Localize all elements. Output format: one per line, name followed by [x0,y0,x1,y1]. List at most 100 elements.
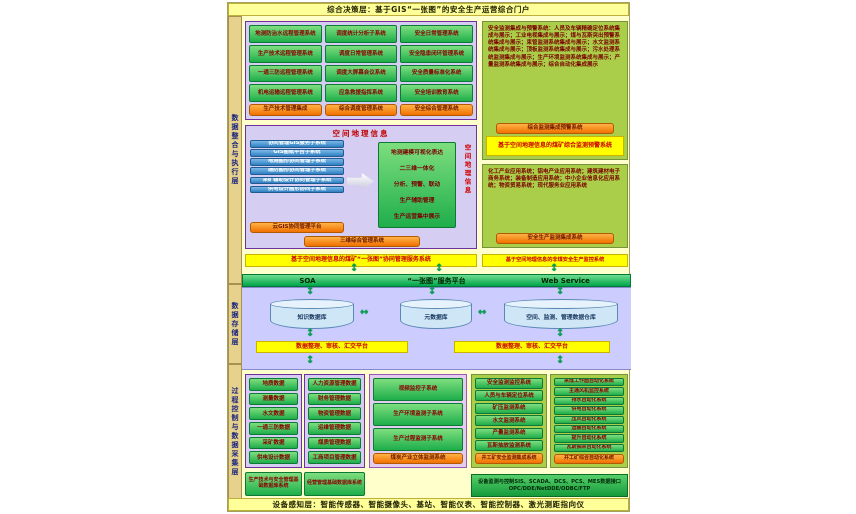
system-box: 瓦斯抽采自动化系统 [554,443,624,452]
safety-integration-box: 安全综合管理系统 [400,104,474,116]
meta-database-label: 元数据库 [424,314,448,321]
decision-layer-banner: 综合决策层：基于GIS“一张图”的安全生产运营综合门户 [228,3,629,16]
system-box: 供电自动化系统 [554,406,624,415]
remote-column-dispatch: 调度统计分析子系统调度日常管理系统调度大屏幕会议系统应急救援指挥系统 综合调度管… [324,25,398,116]
up-down-arrow-icon: ↕ [306,355,315,366]
system-box: 一通三防远程管理系统 [249,64,322,83]
system-box: 调度日常管理系统 [324,44,398,63]
system-box: 安全质量标准化系统 [400,64,474,83]
monitor-systems-text: 安全监测集成与预警系统：人员及车辆精确定位系统集成与展示；工业电视集成与展示；煤… [488,26,621,68]
threed-management-box: 三维综合管理系统 [304,236,420,247]
gis-capabilities-box: 地测建模可视化表达二三维一体化分析、预警、联动生产辅助管理生产运营集中展示 [378,142,456,228]
up-down-arrow-icon: ↕ [556,355,565,366]
capability-line: 二三维一体化 [399,165,435,172]
system-box: 瓦斯抽放监测系统 [475,440,543,452]
system-box: 产量监测系统 [475,427,543,439]
up-down-arrow-icon: ↕ [428,286,437,297]
data-box: 一通三防数据 [249,422,298,435]
system-box: 矿压监测系统 [475,402,543,414]
data-box: 工商项目管理数据 [308,451,361,465]
system-box: 生产技术远程管理系统 [249,44,322,63]
system-box: 水文监测系统 [475,415,543,427]
data-box: 财务管理数据 [308,392,361,406]
data-box: 物资管理数据 [308,407,361,421]
system-box: 应急救援指挥系统 [324,84,398,102]
device-interface-strip: 设备监测与控制SIS、SCADA、DCS、PCS、MES数据接口 OPC/DDE… [471,474,628,497]
base-data-panel-1: 地质数据测量数据水文数据一通三防数据采矿数据供电设计数据 [245,374,302,468]
monitor-warning-panel: 安全监测集成与预警系统：人员及车辆精确定位系统集成与展示；工业电视集成与展示；煤… [482,21,628,160]
perception-layer-banner: 设备感知层：智能传感器、智能摄像头、基站、智能仪表、智能控制器、激光测距指向仪 [228,498,629,511]
noncoal-systems-text: 化工产业应用系统；铝电产业应用系统；建筑建材电子商务系统；装备制造应用系统；中小… [488,169,621,190]
safety-systems-list: 安全日常管理系统安全隐患闭环管理系统安全质量标准化系统安全培训教育系统 [400,25,474,102]
coal-monitor-banner: 基于空间地理信息的煤矿综合监测预警系统 [486,136,624,156]
noncoal-industry-panel: 化工产业应用系统；铝电产业应用系统；建筑建材电子商务系统；装备制造应用系统；中小… [482,164,628,248]
dispatch-integration-box: 综合调度管理系统 [324,104,398,116]
architecture-diagram: 综合决策层：基于GIS“一张图”的安全生产运营综合门户 数据整合与执行层 数据存… [227,2,631,512]
storage-layer-label: 数据存储层 [228,284,242,364]
production-base-db-box: 生产技术与安全管理基础数据库系统 [245,472,302,496]
data-platform-right: 数据整理、审核、汇交平台 [454,341,610,353]
system-box: 人员与车辆定位系统 [475,390,543,402]
production-systems-list: 地测防治水远程管理系统生产技术远程管理系统一通三防远程管理系统机电运输远程管理系… [249,25,322,102]
interface-line-2: OPC/DDE/NetDDE/ODBC/FTP [508,485,591,492]
system-box: 机电运输远程管理系统 [249,84,322,102]
base-data-list-2: 人力资源管理数据财务管理数据物资管理数据运维管理数据煤质管理数据工商项目管理数据 [308,378,361,465]
data-box: 煤质管理数据 [308,436,361,450]
system-box: 采煤工作面自动化系统 [554,378,624,387]
data-platform-left: 数据整理、审核、汇交平台 [256,341,408,353]
remote-column-production: 地测防治水远程管理系统生产技术远程管理系统一通三防远程管理系统机电运输远程管理系… [249,25,322,116]
gis-subsystem-box: 地测图形协同管理子系统 [250,158,344,166]
data-box: 供电设计数据 [249,451,298,465]
system-box: 安全监测监控系统 [475,378,543,389]
system-box: 视频监控子系统 [373,378,463,401]
remote-management-panel: 地测防治水远程管理系统生产技术远程管理系统一通三防远程管理系统机电运输远程管理系… [245,21,477,120]
interface-line-1: 设备监测与控制SIS、SCADA、DCS、PCS、MES数据接口 [478,479,621,485]
base-data-list-1: 地质数据测量数据水文数据一通三防数据采矿数据供电设计数据 [249,378,298,465]
noncoal-monitor-banner: 基于空间地理信息的非煤安全生产监控系统 [482,254,628,267]
warehouse-database-label: 空间、监测、管理数据仓库 [526,314,596,321]
system-box: 安全隐患闭环管理系统 [400,44,474,63]
system-box: 调度统计分析子系统 [324,25,398,43]
system-box: 生产环境监测子系统 [373,403,463,426]
up-down-arrow-icon: ↕ [550,263,559,274]
cylinder-top [504,299,618,309]
gis-subsystem-box: 采矿辅助设计协同管理子系统 [250,176,344,185]
capability-line: 生产辅助管理 [399,197,435,204]
cylinder-top [270,299,354,309]
system-box: 调度大屏幕会议系统 [324,64,398,83]
integration-layer-label: 数据整合与执行层 [228,16,242,284]
system-box: 地测防治水远程管理系统 [249,25,322,43]
system-box: 提升自动化系统 [554,434,624,443]
capability-line: 地测建模可视化表达 [390,149,444,156]
remote-column-safety: 安全日常管理系统安全隐患闭环管理系统安全质量标准化系统安全培训教育系统 安全综合… [400,25,474,116]
up-down-arrow-icon: ↕ [306,328,315,339]
system-box: 主通风机监控系统 [554,387,624,396]
production-integration-box: 生产技术管理集成 [249,104,322,116]
data-box: 运维管理数据 [308,422,361,435]
automation-integration-box: 井工矿综合自动化系统 [554,454,624,464]
system-box: 压风自动化系统 [554,415,624,424]
onemap-platform-label: “一张图”服务平台 [407,276,466,285]
capability-line: 生产运营集中展示 [393,213,441,220]
data-box: 采矿数据 [249,436,298,450]
left-right-arrow-icon: ↔ [360,307,369,318]
monitor-integration-box: 综合监测集成预警系统 [496,123,614,134]
gis-subsystem-box: 供电设计图形协同子系统 [250,185,344,194]
gis-subsystem-box: GIS图纸平台子系统 [250,149,344,157]
data-box: 地质数据 [249,378,298,391]
soa-label: SOA [299,276,316,285]
data-box: 测量数据 [249,392,298,406]
video-systems-list: 视频监控子系统生产环境监测子系统生产过程监测子系统 [373,378,463,451]
capability-line: 分析、预警、联动 [393,181,441,188]
up-down-arrow-icon: ↕ [306,286,315,297]
warehouse-database-cylinder: 空间、监测、管理数据仓库 [504,299,618,329]
cylinder-top [400,299,472,309]
safety-monitor-list: 安全监测监控系统人员与车辆定位系统矿压监测系统水文监测系统产量监测系统瓦斯抽放监… [475,378,543,452]
diagram-content: 地测防治水远程管理系统生产技术远程管理系统一通三防远程管理系统机电运输远程管理系… [242,16,631,500]
coal-onemap-banner: 基于空间地理信息的煤矿“一张图”协同管理服务系统 [245,254,477,267]
left-right-arrow-icon: ↔ [478,307,487,318]
system-box: 排水自动化系统 [554,396,624,406]
dispatch-systems-list: 调度统计分析子系统调度日常管理系统调度大屏幕会议系统应急救援指挥系统 [324,25,398,102]
layer-label-column: 数据整合与执行层 数据存储层 过程控制与数据采集层 [228,16,242,500]
